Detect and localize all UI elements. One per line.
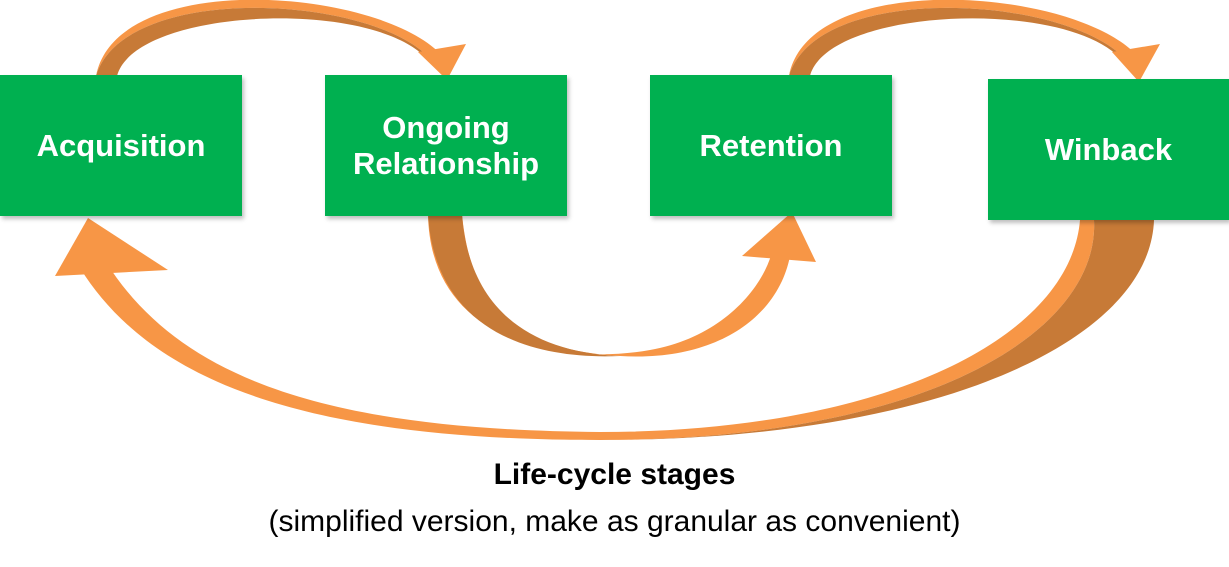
diagram-title: Life-cycle stages: [493, 458, 736, 491]
stage-acquisition: Acquisition: [0, 75, 242, 216]
stage-label: Acquisition: [36, 127, 206, 163]
stage-label: Winback: [1044, 131, 1173, 167]
stage-ongoing-relationship: Ongoing Relationship: [325, 75, 567, 216]
stage-winback: Winback: [988, 79, 1229, 220]
stage-retention: Retention: [650, 75, 892, 216]
arrow-ongoing-to-retention: [428, 212, 816, 357]
arrow-retention-to-winback: [789, 0, 1160, 82]
arrow-winback-to-acquisition: [55, 218, 1154, 440]
stage-label: Ongoing Relationship: [353, 110, 539, 182]
stage-label: Retention: [699, 127, 843, 163]
stage-label-line: Ongoing: [382, 109, 510, 145]
stage-label-line: Relationship: [352, 145, 539, 181]
arrow-acquisition-to-ongoing: [96, 0, 466, 80]
diagram-subtitle: (simplified version, make as granular as…: [268, 505, 961, 538]
